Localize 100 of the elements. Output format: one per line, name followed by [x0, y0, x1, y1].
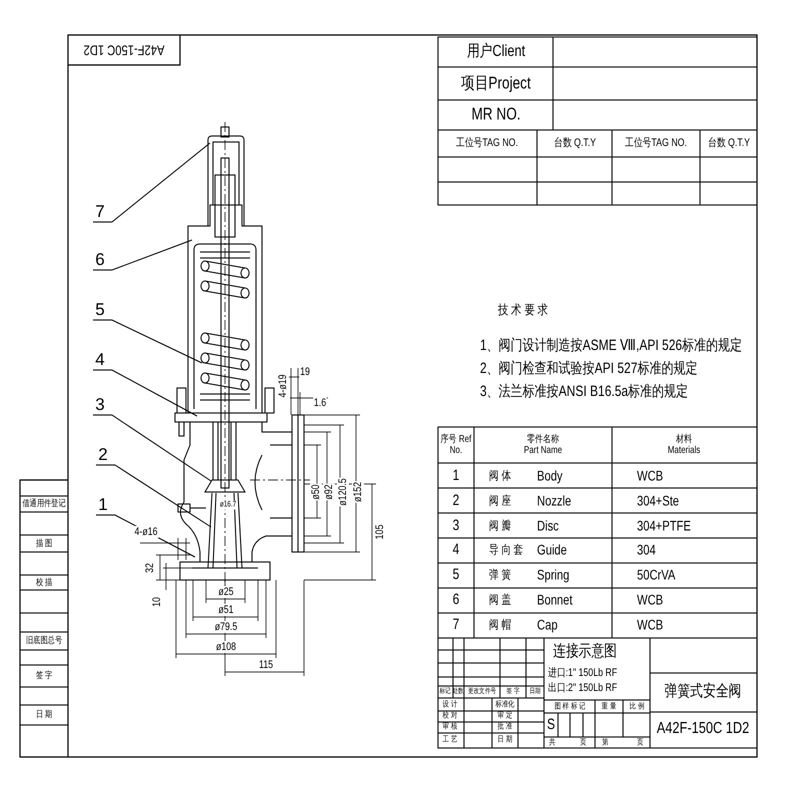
material-text: WCB: [637, 617, 664, 632]
field-label: 页: [636, 738, 644, 748]
field-label: 项目Project: [461, 74, 531, 94]
valve-title: 弹簧式安全阀: [664, 683, 742, 701]
drawing-number: A42F-150C 1D2: [84, 42, 164, 58]
field-label: 借通用件登记: [22, 499, 66, 509]
material-text: WCB: [637, 468, 664, 484]
dimension-text: ø152: [352, 481, 364, 503]
field-label: 第: [602, 738, 608, 748]
connection-note: 出口:2" 150Lb RF: [548, 682, 618, 694]
dimension-text: 19: [299, 366, 311, 378]
heading: 技 术 要 求: [498, 302, 548, 318]
dimension-text: ø51: [218, 604, 234, 616]
requirement-text: 1、阀门设计制造按ASME Ⅷ,API 526标准的规定: [480, 338, 742, 354]
dimension-text: 115: [258, 658, 274, 672]
dimension-text: ø50: [310, 484, 322, 500]
material-text: 304+PTFE: [637, 518, 691, 534]
field-label: 台数 Q.T.Y: [554, 136, 596, 150]
field-label: 比 例: [630, 702, 644, 712]
ref-number: 3: [452, 517, 460, 534]
part-name: 阀 瓣: [489, 519, 511, 532]
dimension-text: ø79.5: [214, 620, 238, 634]
field-label: 签 字: [36, 671, 52, 681]
field-label: 校 描: [36, 578, 52, 588]
dimension-text: ø92: [322, 484, 336, 500]
field-label: 图 样 标 记: [554, 702, 586, 712]
part-name: 阀 座: [489, 494, 511, 508]
field-label: 审 核: [442, 722, 458, 732]
field-label: 工位号TAG NO.: [456, 136, 518, 150]
part-name: 弹 簧: [489, 568, 511, 582]
dimension-text: ø108: [215, 640, 237, 654]
field-label: 标准化: [495, 700, 515, 710]
part-name: Spring: [537, 568, 570, 583]
dimension-text: 32: [144, 562, 156, 574]
dimension-text: ø120.5: [336, 478, 350, 506]
field-label: 批 准: [498, 722, 512, 732]
dimension-text: 4-ø16: [134, 526, 158, 538]
field-label: 工位号TAG NO.: [625, 136, 687, 150]
leader-line: [92, 414, 212, 482]
dimension-text: 105: [374, 524, 386, 540]
material-text: WCB: [637, 592, 664, 608]
callout-number: 7: [93, 202, 107, 222]
leader-line: [92, 240, 192, 270]
dimension-text: ø25: [218, 586, 234, 598]
field-value: S: [547, 716, 555, 734]
callout-number: 4: [93, 350, 107, 370]
dimension-text: ø16.7: [219, 500, 237, 510]
field-label: 校 对: [442, 712, 458, 720]
leader-line: [92, 142, 210, 222]
callout-number: 3: [93, 395, 107, 415]
callout-number: 1: [96, 495, 110, 515]
field-label: 台数 Q.T.Y: [708, 136, 750, 150]
ref-number: 4: [452, 542, 460, 559]
block-title: 连接示意图: [553, 643, 617, 661]
part-name: 阀 盖: [489, 593, 511, 607]
column-header: 材料 Materials: [666, 434, 702, 456]
ref-number: 5: [452, 566, 460, 584]
material-text: 304+Ste: [637, 493, 680, 508]
part-name: Nozzle: [537, 493, 572, 508]
field-label: 审 定: [498, 712, 512, 720]
field-label: 旧底图总号: [26, 636, 62, 646]
part-name: Body: [537, 468, 563, 484]
callout-number: 5: [93, 300, 107, 320]
field-label: 日 期: [36, 710, 52, 720]
column-header: 零件名称 Part Name: [522, 434, 564, 456]
ref-number: 6: [452, 592, 460, 608]
callout-number: 6: [93, 250, 107, 270]
dimension-text: 1.6: [313, 396, 327, 410]
field-label: 日 期: [498, 736, 512, 744]
dimension-text: 4-ø19: [276, 374, 290, 398]
field-label: 描 图: [36, 539, 52, 549]
field-label: 重 量: [602, 702, 616, 712]
requirement-text: 3、法兰标准按ANSI B16.5a标准的规定: [480, 384, 688, 400]
field-label: 设 计: [442, 700, 458, 710]
material-text: 304: [637, 542, 656, 558]
part-name: 阀 体: [489, 469, 511, 483]
field-label: 页: [580, 738, 586, 748]
ref-number: 2: [452, 492, 460, 510]
connection-note: 进口:1" 150Lb RF: [548, 666, 618, 680]
callout-number: 2: [96, 445, 110, 465]
leader-line: [92, 320, 202, 364]
part-name: 导 向 套: [489, 544, 524, 557]
part-name: 阀 帽: [489, 618, 511, 632]
part-name: Guide: [537, 542, 567, 558]
requirement-text: 2、阀门检查和试验按API 527标准的规定: [480, 360, 698, 378]
column-header: 序号 Ref No.: [440, 434, 472, 456]
ref-number: 1: [452, 468, 460, 484]
material-text: 50CrVA: [637, 568, 676, 583]
dimension-text: 10: [150, 596, 164, 608]
leader-line: [96, 464, 212, 528]
field-label: MR NO.: [471, 106, 521, 124]
field-label: 工 艺: [442, 736, 458, 744]
part-name: Disc: [537, 518, 559, 534]
field-label: 用户Client: [466, 43, 526, 61]
part-name: Bonnet: [537, 592, 572, 608]
ref-number: 7: [452, 616, 460, 634]
field-label: 共: [548, 738, 556, 748]
leader-line: [92, 370, 198, 416]
part-name: Cap: [537, 617, 558, 632]
drawing-number: A42F-150C 1D2: [656, 720, 750, 738]
